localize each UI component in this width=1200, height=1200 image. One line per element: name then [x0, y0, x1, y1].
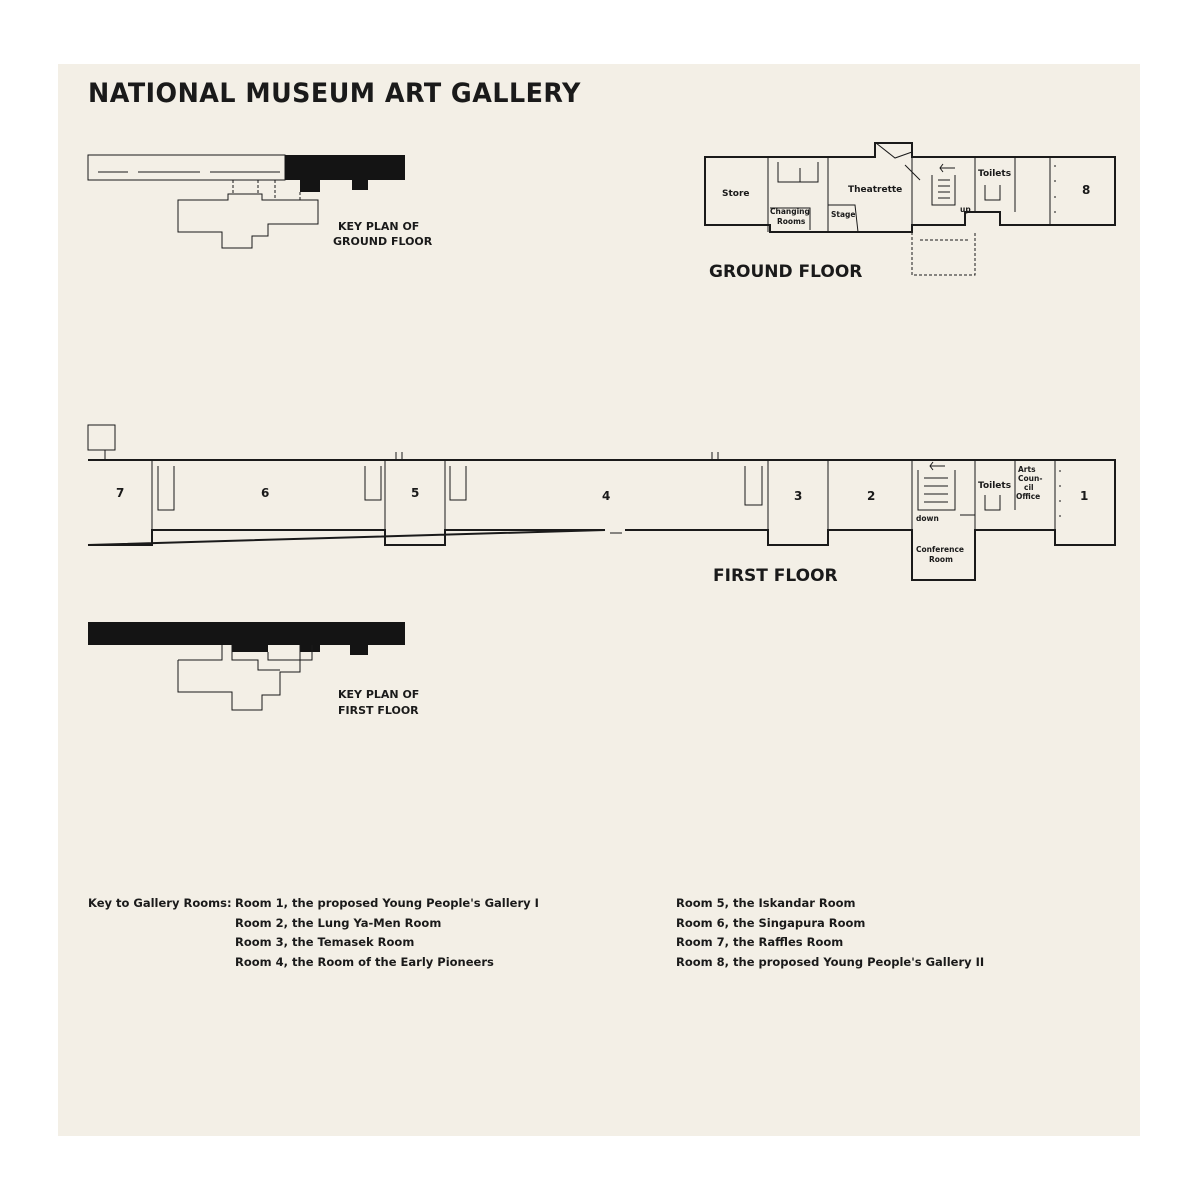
- key-plan-first-floor: KEY PLAN OF FIRST FLOOR: [88, 622, 419, 717]
- conference-room-label-1: Conference: [916, 545, 964, 554]
- ground-floor-plan: Store Changing Rooms Theatrette Stage up…: [704, 142, 1116, 282]
- key-room-8: Room 8, the proposed Young People's Gall…: [676, 954, 985, 969]
- page-background: [58, 64, 1140, 1136]
- down-label: down: [916, 514, 939, 523]
- room-8-label: 8: [1082, 183, 1090, 197]
- key-room-2: Room 2, the Lung Ya-Men Room: [235, 915, 442, 930]
- up-label: up: [960, 205, 971, 214]
- room-3-label: 3: [794, 489, 802, 503]
- key-room-1: Room 1, the proposed Young People's Gall…: [235, 896, 539, 910]
- first-floor-plan: 7 6 5 4 3 2 1 Toilets Arts Coun- cil Off…: [87, 424, 1116, 586]
- key-plan-first-line2: FIRST FLOOR: [338, 704, 419, 717]
- page-title: NATIONAL MUSEUM ART GALLERY: [88, 78, 581, 109]
- key-plan-ground-floor: KEY PLAN OF GROUND FLOOR: [87, 154, 433, 249]
- key-room-6: Room 6, the Singapura Room: [676, 915, 866, 930]
- store-label: Store: [722, 189, 750, 199]
- key-column-2: Room 5, the Iskandar Room Room 6, the Si…: [676, 894, 984, 972]
- conference-room-label-2: Room: [929, 555, 953, 564]
- key-column-1: Room 1, the proposed Young People's Gall…: [235, 894, 539, 972]
- ground-toilets-label: Toilets: [978, 169, 1011, 179]
- key-plan-ground-line2: GROUND FLOOR: [333, 235, 433, 248]
- key-plan-first-line1: KEY PLAN OF: [338, 688, 419, 701]
- first-floor-title: FIRST FLOOR: [713, 566, 838, 586]
- room-1-label: 1: [1080, 489, 1088, 503]
- first-toilets-label: Toilets: [978, 481, 1011, 491]
- room-2-label: 2: [867, 489, 875, 503]
- room-5-label: 5: [411, 486, 419, 500]
- arts-council-label-2: Coun-: [1018, 474, 1042, 483]
- key-room-5: Room 5, the Iskandar Room: [676, 896, 856, 910]
- key-room-7: Room 7, the Raffles Room: [676, 935, 844, 949]
- changing-rooms-label-1: Changing: [770, 207, 810, 216]
- ground-floor-title: GROUND FLOOR: [709, 262, 862, 282]
- changing-rooms-label-2: Rooms: [777, 217, 806, 226]
- key-room-3: Room 3, the Temasek Room: [235, 935, 415, 949]
- arts-council-label-1: Arts: [1018, 465, 1036, 474]
- arts-council-label-4: Office: [1016, 492, 1040, 501]
- key-plan-ground-line1: KEY PLAN OF: [338, 220, 419, 233]
- key-room-4: Room 4, the Room of the Early Pioneers: [235, 954, 494, 969]
- key-heading: Key to Gallery Rooms:: [88, 896, 232, 910]
- stage-label: Stage: [831, 210, 856, 219]
- theatrette-label: Theatrette: [848, 185, 902, 195]
- room-4-label: 4: [602, 489, 610, 503]
- arts-council-label-3: cil: [1024, 483, 1034, 492]
- room-7-label: 7: [116, 486, 124, 500]
- room-6-label: 6: [261, 486, 269, 500]
